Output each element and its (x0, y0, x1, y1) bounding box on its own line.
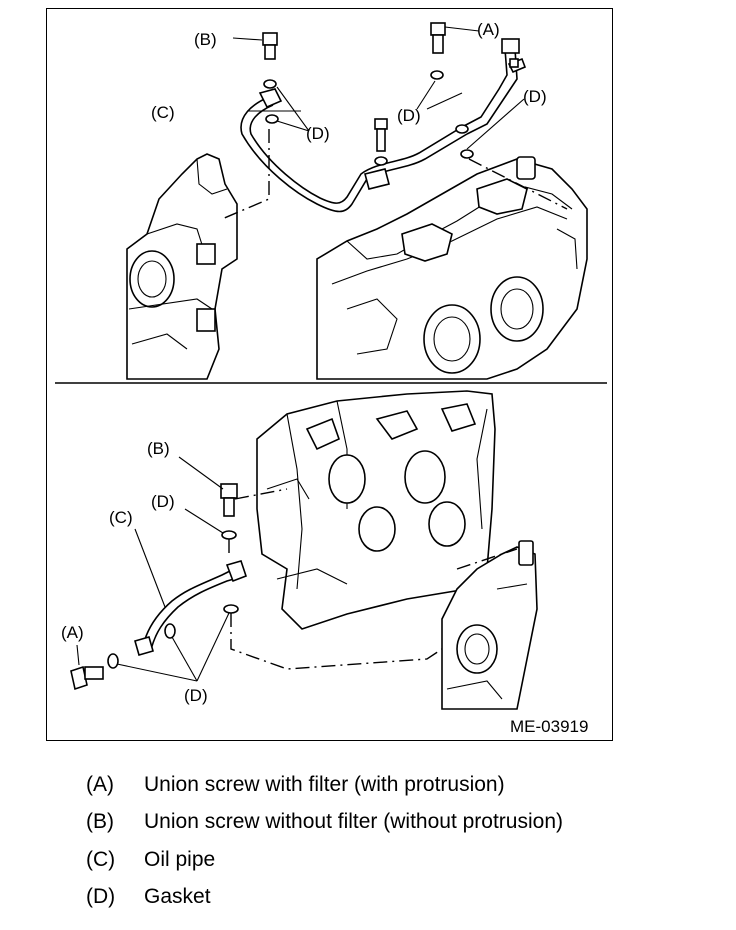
legend-item-b: (B) Union screw without filter (without … (86, 804, 706, 842)
oil-pipe-top (240, 38, 520, 213)
callout-c-top: (C) (151, 103, 175, 122)
callout-d-top-mid: (D) (397, 106, 421, 125)
oil-pipe-bottom (134, 560, 248, 656)
legend-key: (A) (86, 772, 114, 796)
legend-text: Union screw with filter (with protrusion… (144, 772, 505, 796)
diagram-canvas: (B) (C) (D) (A) (D) (D) (B) (D) (C) (A) … (55, 20, 607, 736)
legend-item-c: (C) Oil pipe (86, 841, 706, 879)
figure-id: ME-03919 (510, 717, 588, 736)
right-cylinder-head-top (316, 156, 588, 380)
legend-text: Oil pipe (144, 847, 216, 871)
callout-b-bottom: (B) (147, 439, 170, 458)
callout-d-top-left: (D) (306, 124, 330, 143)
callout-b-top: (B) (194, 30, 217, 49)
legend-key: (B) (86, 810, 114, 834)
cylinder-head-bottom (256, 390, 496, 630)
callout-d-bottom-top: (D) (151, 492, 175, 511)
legend-text: Union screw without filter (without prot… (144, 810, 563, 834)
callout-d-top-right: (D) (523, 87, 547, 106)
cylinder-head-bottom-right (441, 540, 538, 710)
left-cylinder-head-top (126, 153, 238, 380)
callout-d-bottom: (D) (184, 686, 208, 705)
exploded-diagram: (B) (C) (D) (A) (D) (D) (B) (D) (C) (A) … (46, 8, 613, 741)
top-view (126, 22, 588, 380)
bottom-view (70, 390, 538, 710)
legend-item-a: (A) Union screw with filter (with protru… (86, 766, 706, 804)
callout-a-bottom: (A) (61, 623, 84, 642)
top-bolts (262, 22, 527, 166)
legend-text: Gasket (144, 885, 211, 909)
legend-key: (C) (86, 847, 116, 871)
legend: (A) Union screw with filter (with protru… (86, 766, 706, 916)
callout-a-top: (A) (477, 20, 500, 39)
legend-key: (D) (86, 885, 116, 909)
bottom-bolts (70, 483, 239, 691)
legend-item-d: (D) Gasket (86, 879, 706, 917)
callout-c-bottom: (C) (109, 508, 133, 527)
